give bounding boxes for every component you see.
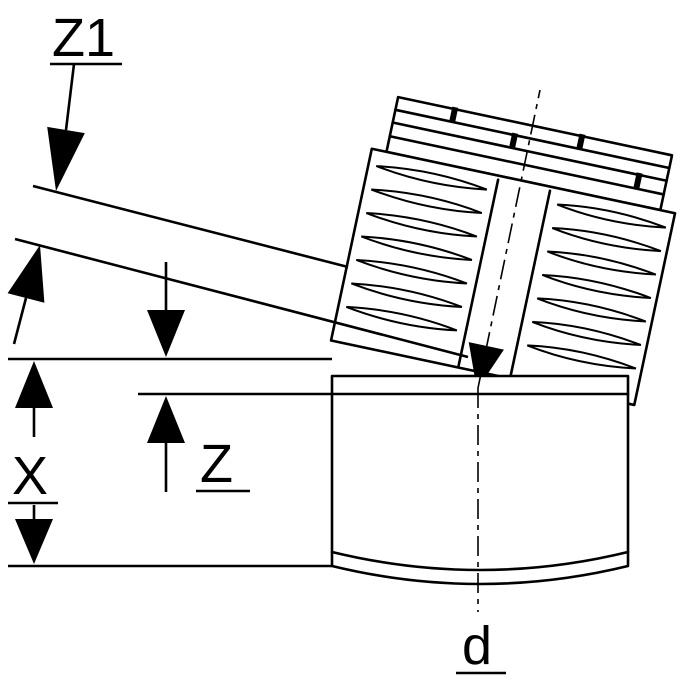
z1-label: Z1 <box>52 8 115 68</box>
dimension-x: X <box>8 357 332 568</box>
rib-left <box>345 305 458 332</box>
ribbed-body <box>329 147 677 407</box>
z-arrowhead-down <box>147 310 185 357</box>
rib-right <box>546 250 657 276</box>
rib-right <box>531 320 642 346</box>
center-band-line <box>457 178 500 367</box>
rib-left <box>360 235 473 261</box>
rib-right <box>536 297 647 323</box>
z1-extension-line-lower <box>14 237 469 359</box>
rib-right <box>541 273 652 300</box>
dimension-z: Z <box>138 262 332 494</box>
dimension-d: d <box>456 616 506 676</box>
fitting-socket <box>330 374 630 586</box>
x-arrowhead-down <box>15 519 53 564</box>
socket-bottom-inner-arc <box>330 550 630 572</box>
z1-arrowhead-down <box>47 126 85 191</box>
z-arrowhead-up <box>147 396 185 443</box>
z1-extension-line-upper <box>32 184 349 269</box>
fitting-upper-bend <box>329 95 677 407</box>
x-label: X <box>12 446 48 506</box>
dimension-z1: Z1 <box>7 8 469 359</box>
socket-body <box>330 374 630 586</box>
mold-mark <box>448 106 459 124</box>
spigot-groove-line <box>394 108 671 170</box>
d-label: d <box>462 616 492 676</box>
rib-left <box>370 188 483 215</box>
mold-mark <box>508 132 519 150</box>
z-label: Z <box>200 434 233 494</box>
rib-left <box>355 258 468 285</box>
rib-right <box>551 227 662 253</box>
centerline-angled <box>477 89 541 389</box>
spigot-groove-line <box>388 134 665 196</box>
rib-right <box>526 344 637 370</box>
z1-arrowhead-up <box>7 245 45 303</box>
rib-left <box>365 212 478 238</box>
z1-leader-line <box>64 63 76 131</box>
mold-mark <box>576 133 586 151</box>
center-band-line <box>509 189 552 378</box>
spigot-groove-line <box>391 121 668 183</box>
rib-right <box>556 203 667 229</box>
mold-mark <box>633 172 643 190</box>
rib-left <box>375 165 488 191</box>
x-arrowhead-up <box>15 361 53 408</box>
rib-left <box>350 282 463 308</box>
z1-arrow-tail <box>12 297 28 345</box>
